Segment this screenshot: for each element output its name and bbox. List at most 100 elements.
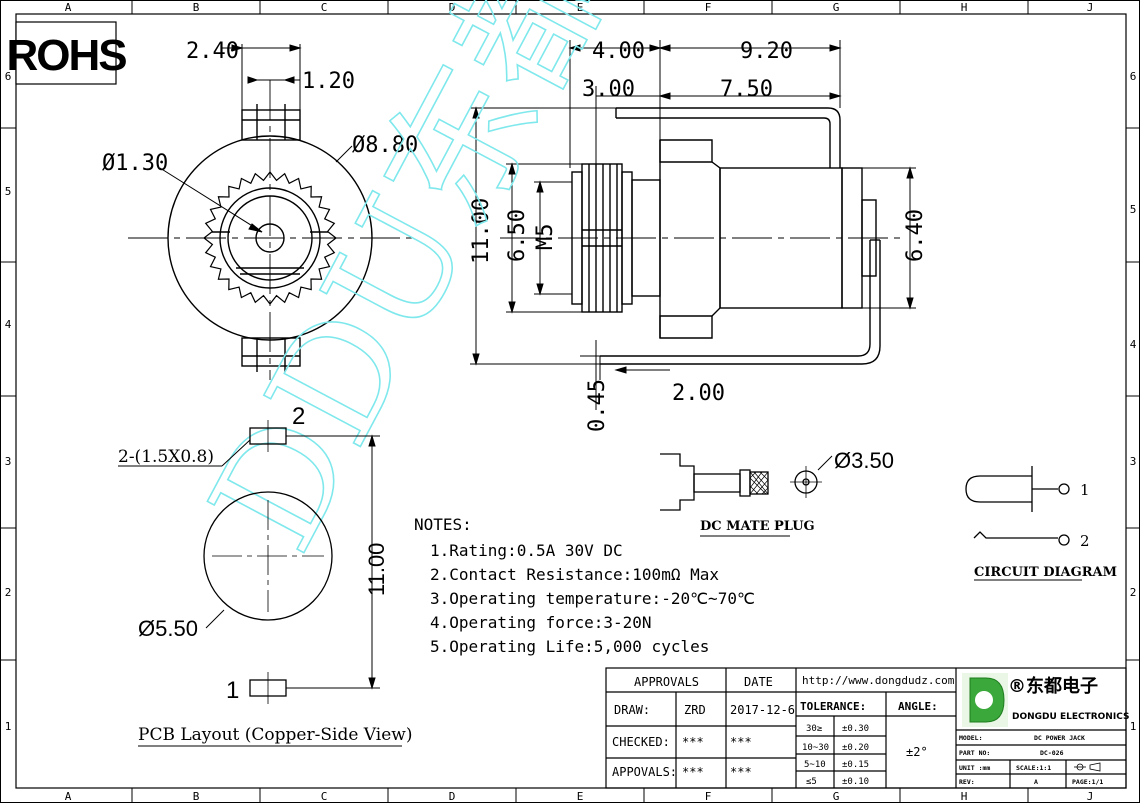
circuit-labels: 1 2 CIRCUIT DIAGRAM bbox=[974, 481, 1117, 580]
dim-6-40: 6.40 bbox=[903, 209, 928, 262]
dim-4-00: 4.00 bbox=[592, 39, 645, 64]
col-label-top: B bbox=[193, 1, 200, 14]
col-label-top: D bbox=[449, 1, 456, 14]
dim-7-50: 7.50 bbox=[720, 77, 773, 102]
tb-tol-range: 5~10 bbox=[804, 760, 826, 770]
col-label-bottom: J bbox=[1087, 790, 1094, 803]
dim-2-40: 2.40 bbox=[186, 39, 239, 64]
pad-size-label: 2-(1.5X0.8) bbox=[118, 447, 214, 467]
front-view bbox=[128, 80, 412, 380]
pcb-dimensions bbox=[118, 434, 402, 747]
tb-tol-value: ±0.20 bbox=[842, 743, 869, 753]
tb-scale-label: SCALE:1:1 bbox=[1016, 764, 1051, 772]
rohs-badge: ROHS bbox=[6, 21, 128, 85]
notes-title: NOTES: bbox=[414, 515, 472, 534]
notes: NOTES: 1.Rating:0.5A 30V DC 2.Contact Re… bbox=[414, 515, 755, 656]
circuit-pin-2: 2 bbox=[1080, 532, 1090, 550]
row-label-left: 1 bbox=[5, 720, 12, 733]
mate-plug bbox=[660, 453, 833, 537]
row-label-left: 3 bbox=[5, 455, 12, 468]
row-label-left: 2 bbox=[5, 586, 12, 599]
note-item: 3.Operating temperature:-20℃~70℃ bbox=[430, 589, 755, 608]
col-label-bottom: B bbox=[193, 790, 200, 803]
tb-url: http://www.dongdudz.com bbox=[802, 674, 955, 687]
dim-3-00: 3.00 bbox=[582, 77, 635, 102]
tb-angle-value: ±2° bbox=[906, 745, 928, 759]
dim-plug-3-50: Ø3.50 bbox=[834, 448, 894, 473]
row-label-right: 5 bbox=[1130, 203, 1137, 216]
dim-pcb-11-00: 11.00 bbox=[364, 543, 389, 596]
dim-1-20: 1.20 bbox=[302, 69, 355, 94]
col-label-top: F bbox=[705, 1, 712, 14]
col-label-bottom: F bbox=[705, 790, 712, 803]
tb-appvals-date: *** bbox=[730, 765, 752, 779]
tb-tol-value: ±0.30 bbox=[842, 724, 869, 734]
tb-company-cn: ®东都电子 bbox=[1008, 675, 1098, 697]
tb-appvals-label: APPOVALS: bbox=[612, 765, 677, 779]
watermark-text: DDU东都 bbox=[178, 0, 645, 577]
circuit-diagram bbox=[965, 466, 1082, 581]
pcb-labels: 2-(1.5X0.8) 2 1 11.00 Ø5.50 PCB Layout (… bbox=[118, 403, 412, 745]
pin-2-label: 2 bbox=[292, 403, 305, 430]
title-block-small: MODEL: DC POWER JACK PART NO: DC-026 UNI… bbox=[959, 734, 1103, 786]
tb-angle: ANGLE: bbox=[898, 700, 938, 713]
row-label-left: 4 bbox=[5, 318, 12, 331]
tb-part-value: DC-026 bbox=[1040, 749, 1064, 757]
row-label-right: 6 bbox=[1130, 70, 1137, 83]
tb-tol-range: ≤5 bbox=[806, 777, 817, 787]
mate-plug-caption: DC MATE PLUG bbox=[700, 519, 815, 534]
tb-company-en: DONGDU ELECTRONICS bbox=[1012, 712, 1129, 722]
col-label-bottom: G bbox=[833, 790, 840, 803]
dim-1-30: Ø1.30 bbox=[102, 151, 168, 176]
tb-model-value: DC POWER JACK bbox=[1034, 734, 1085, 742]
tb-page-label: PAGE:1/1 bbox=[1072, 778, 1103, 786]
tb-tol-value: ±0.10 bbox=[842, 777, 869, 787]
col-label-top: H bbox=[961, 1, 968, 14]
circuit-pin-1: 1 bbox=[1080, 481, 1090, 499]
front-view-labels: 2.40 1.20 Ø8.80 Ø1.30 bbox=[102, 39, 418, 176]
tb-checked-name: *** bbox=[682, 735, 704, 749]
tb-date: DATE bbox=[744, 675, 773, 689]
company-logo-icon bbox=[962, 673, 1008, 727]
tb-appvals-name: *** bbox=[682, 765, 704, 779]
dim-11-00: 11.00 bbox=[469, 198, 494, 264]
col-label-bottom: D bbox=[449, 790, 456, 803]
dim-2-00: 2.00 bbox=[672, 381, 725, 406]
tb-tol-range: 30≥ bbox=[806, 724, 823, 734]
dim-0-45: 0.45 bbox=[585, 379, 610, 432]
tb-checked-label: CHECKED: bbox=[612, 735, 670, 749]
tb-tol-value: ±0.15 bbox=[842, 760, 869, 770]
side-view bbox=[500, 107, 900, 365]
col-label-bottom: C bbox=[321, 790, 328, 803]
tb-approvals: APPROVALS bbox=[634, 675, 699, 689]
tb-model-label: MODEL: bbox=[959, 734, 982, 742]
col-label-bottom: A bbox=[65, 790, 72, 803]
circuit-caption: CIRCUIT DIAGRAM bbox=[974, 565, 1117, 580]
dim-m5: M5 bbox=[533, 224, 558, 251]
col-label-top: G bbox=[833, 1, 840, 14]
row-label-right: 4 bbox=[1130, 338, 1137, 351]
tb-rev-label: REV: bbox=[959, 778, 975, 786]
col-label-top: J bbox=[1087, 1, 1094, 14]
tb-part-label: PART NO: bbox=[959, 749, 990, 757]
row-label-right: 1 bbox=[1130, 720, 1137, 733]
dim-6-50: 6.50 bbox=[505, 209, 530, 262]
rohs-text: ROHS bbox=[6, 31, 126, 80]
mate-plug-labels: Ø3.50 DC MATE PLUG bbox=[700, 448, 894, 534]
note-item: 4.Operating force:3-20N bbox=[430, 613, 652, 632]
row-label-left: 5 bbox=[5, 185, 12, 198]
col-label-bottom: E bbox=[577, 790, 584, 803]
title-block-grid bbox=[605, 667, 1127, 789]
col-label-top: E bbox=[577, 1, 584, 14]
grid-labels: A B C D E F G H J A B C D E F G H J 6 5 … bbox=[5, 1, 1137, 803]
dim-8-80: Ø8.80 bbox=[352, 133, 418, 158]
pcb-layout bbox=[203, 420, 333, 704]
note-item: 5.Operating Life:5,000 cycles bbox=[430, 637, 709, 656]
note-item: 2.Contact Resistance:100mΩ Max bbox=[430, 565, 719, 584]
col-label-bottom: H bbox=[961, 790, 968, 803]
title-block-text: APPROVALS DATE DRAW: ZRD 2017-12-6 CHECK… bbox=[612, 674, 1129, 787]
col-label-top: A bbox=[65, 1, 72, 14]
tb-draw-label: DRAW: bbox=[614, 703, 650, 717]
